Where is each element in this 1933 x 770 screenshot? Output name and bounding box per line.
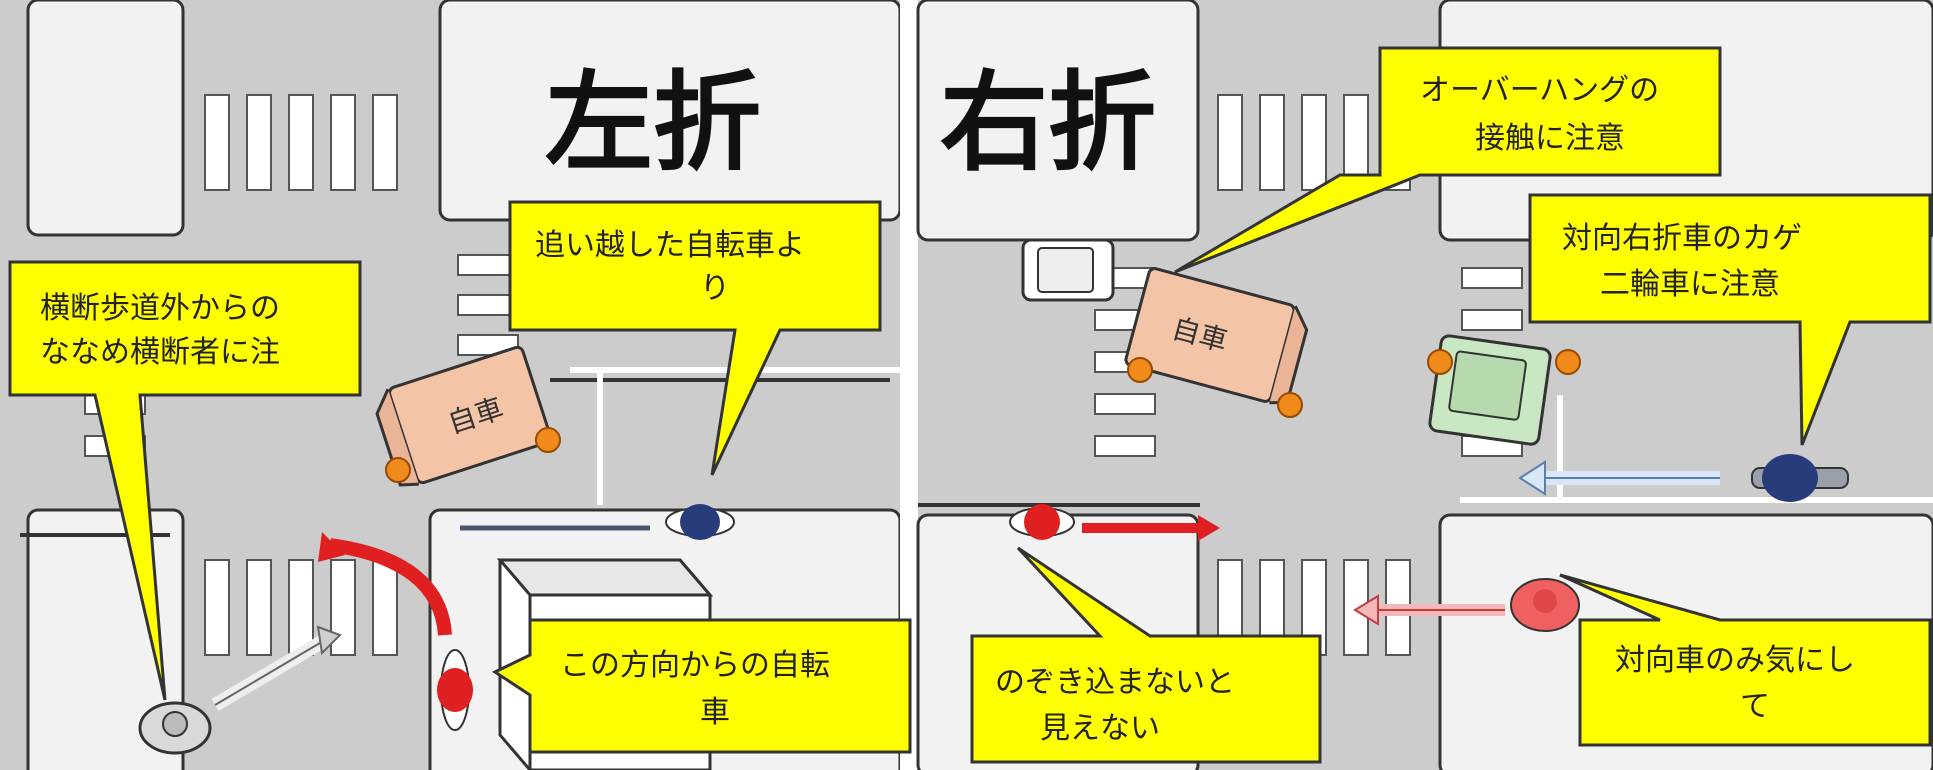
callout-overtaken-bicycle: 追い越した自転車よ り	[508, 200, 882, 476]
callout-peek: のぞき込まないと 見えない	[970, 546, 1322, 764]
callout-text: 対向右折車のカゲ	[1562, 221, 1802, 256]
pedestrian-path-arrow-icon	[1353, 594, 1505, 626]
motorcycle-icon	[1751, 454, 1849, 502]
hazard-light-icon	[1127, 357, 1303, 418]
red-bicycle-icon	[1009, 504, 1075, 540]
pedestrian-icon	[1510, 578, 1580, 632]
turn-arrow-icon	[318, 532, 452, 636]
callout-text: のぞき込まないと	[995, 665, 1235, 700]
callout-text: て	[1740, 689, 1770, 724]
callout-diagonal-pedestrian: 横断歩道外からの ななめ横断者に注	[8, 260, 362, 701]
own-car-left: 自車	[375, 345, 552, 487]
callout-oncoming-only: 対向車のみ気にし て	[1559, 573, 1932, 747]
callout-text: 接触に注意	[1475, 121, 1625, 156]
callout-text: 二輪車に注意	[1600, 267, 1780, 302]
callout-text: 見えない	[1040, 711, 1160, 746]
callout-text: オーバーハングの	[1420, 73, 1659, 108]
callout-text: り	[700, 271, 730, 306]
crosswalk-bottom	[204, 559, 398, 656]
white-car	[1021, 238, 1115, 302]
callout-text: この方向からの自転	[560, 648, 830, 683]
red-bicycle-icon	[437, 649, 473, 731]
hazard-light-icon	[385, 427, 561, 483]
callout-text: 横断歩道外からの	[40, 291, 280, 326]
crosswalk-right	[457, 254, 519, 356]
callout-overhang: オーバーハングの 接触に注意	[1174, 46, 1722, 274]
oncoming-motorcycle-arrow-icon	[1518, 460, 1720, 496]
title-right-turn: 右折	[940, 61, 1156, 186]
callout-text: 追い越した自転車よ	[535, 228, 805, 263]
pedestrian-icon	[138, 701, 212, 755]
bicycle-direction-arrow-icon	[1082, 515, 1220, 541]
own-car-right: 自車	[1124, 267, 1309, 405]
panel-divider	[900, 0, 918, 770]
callout-text: 車	[700, 695, 730, 730]
callout-text: 対向車のみ気にし	[1615, 643, 1855, 678]
crosswalk-top	[204, 94, 398, 191]
blue-bicycle-icon	[665, 504, 735, 540]
oncoming-car	[1428, 334, 1552, 446]
callout-two-wheeler: 対向右折車のカゲ 二輪車に注意	[1528, 193, 1932, 446]
callout-text: ななめ横断者に注	[40, 335, 280, 370]
pedestrian-path-arrow-icon	[211, 625, 342, 712]
hazard-light-icon	[1427, 349, 1581, 375]
sidewalk-top-left	[26, 0, 185, 237]
callout-bicycle-direction: この方向からの自転 車	[491, 618, 912, 754]
title-left-turn: 左折	[545, 61, 761, 186]
